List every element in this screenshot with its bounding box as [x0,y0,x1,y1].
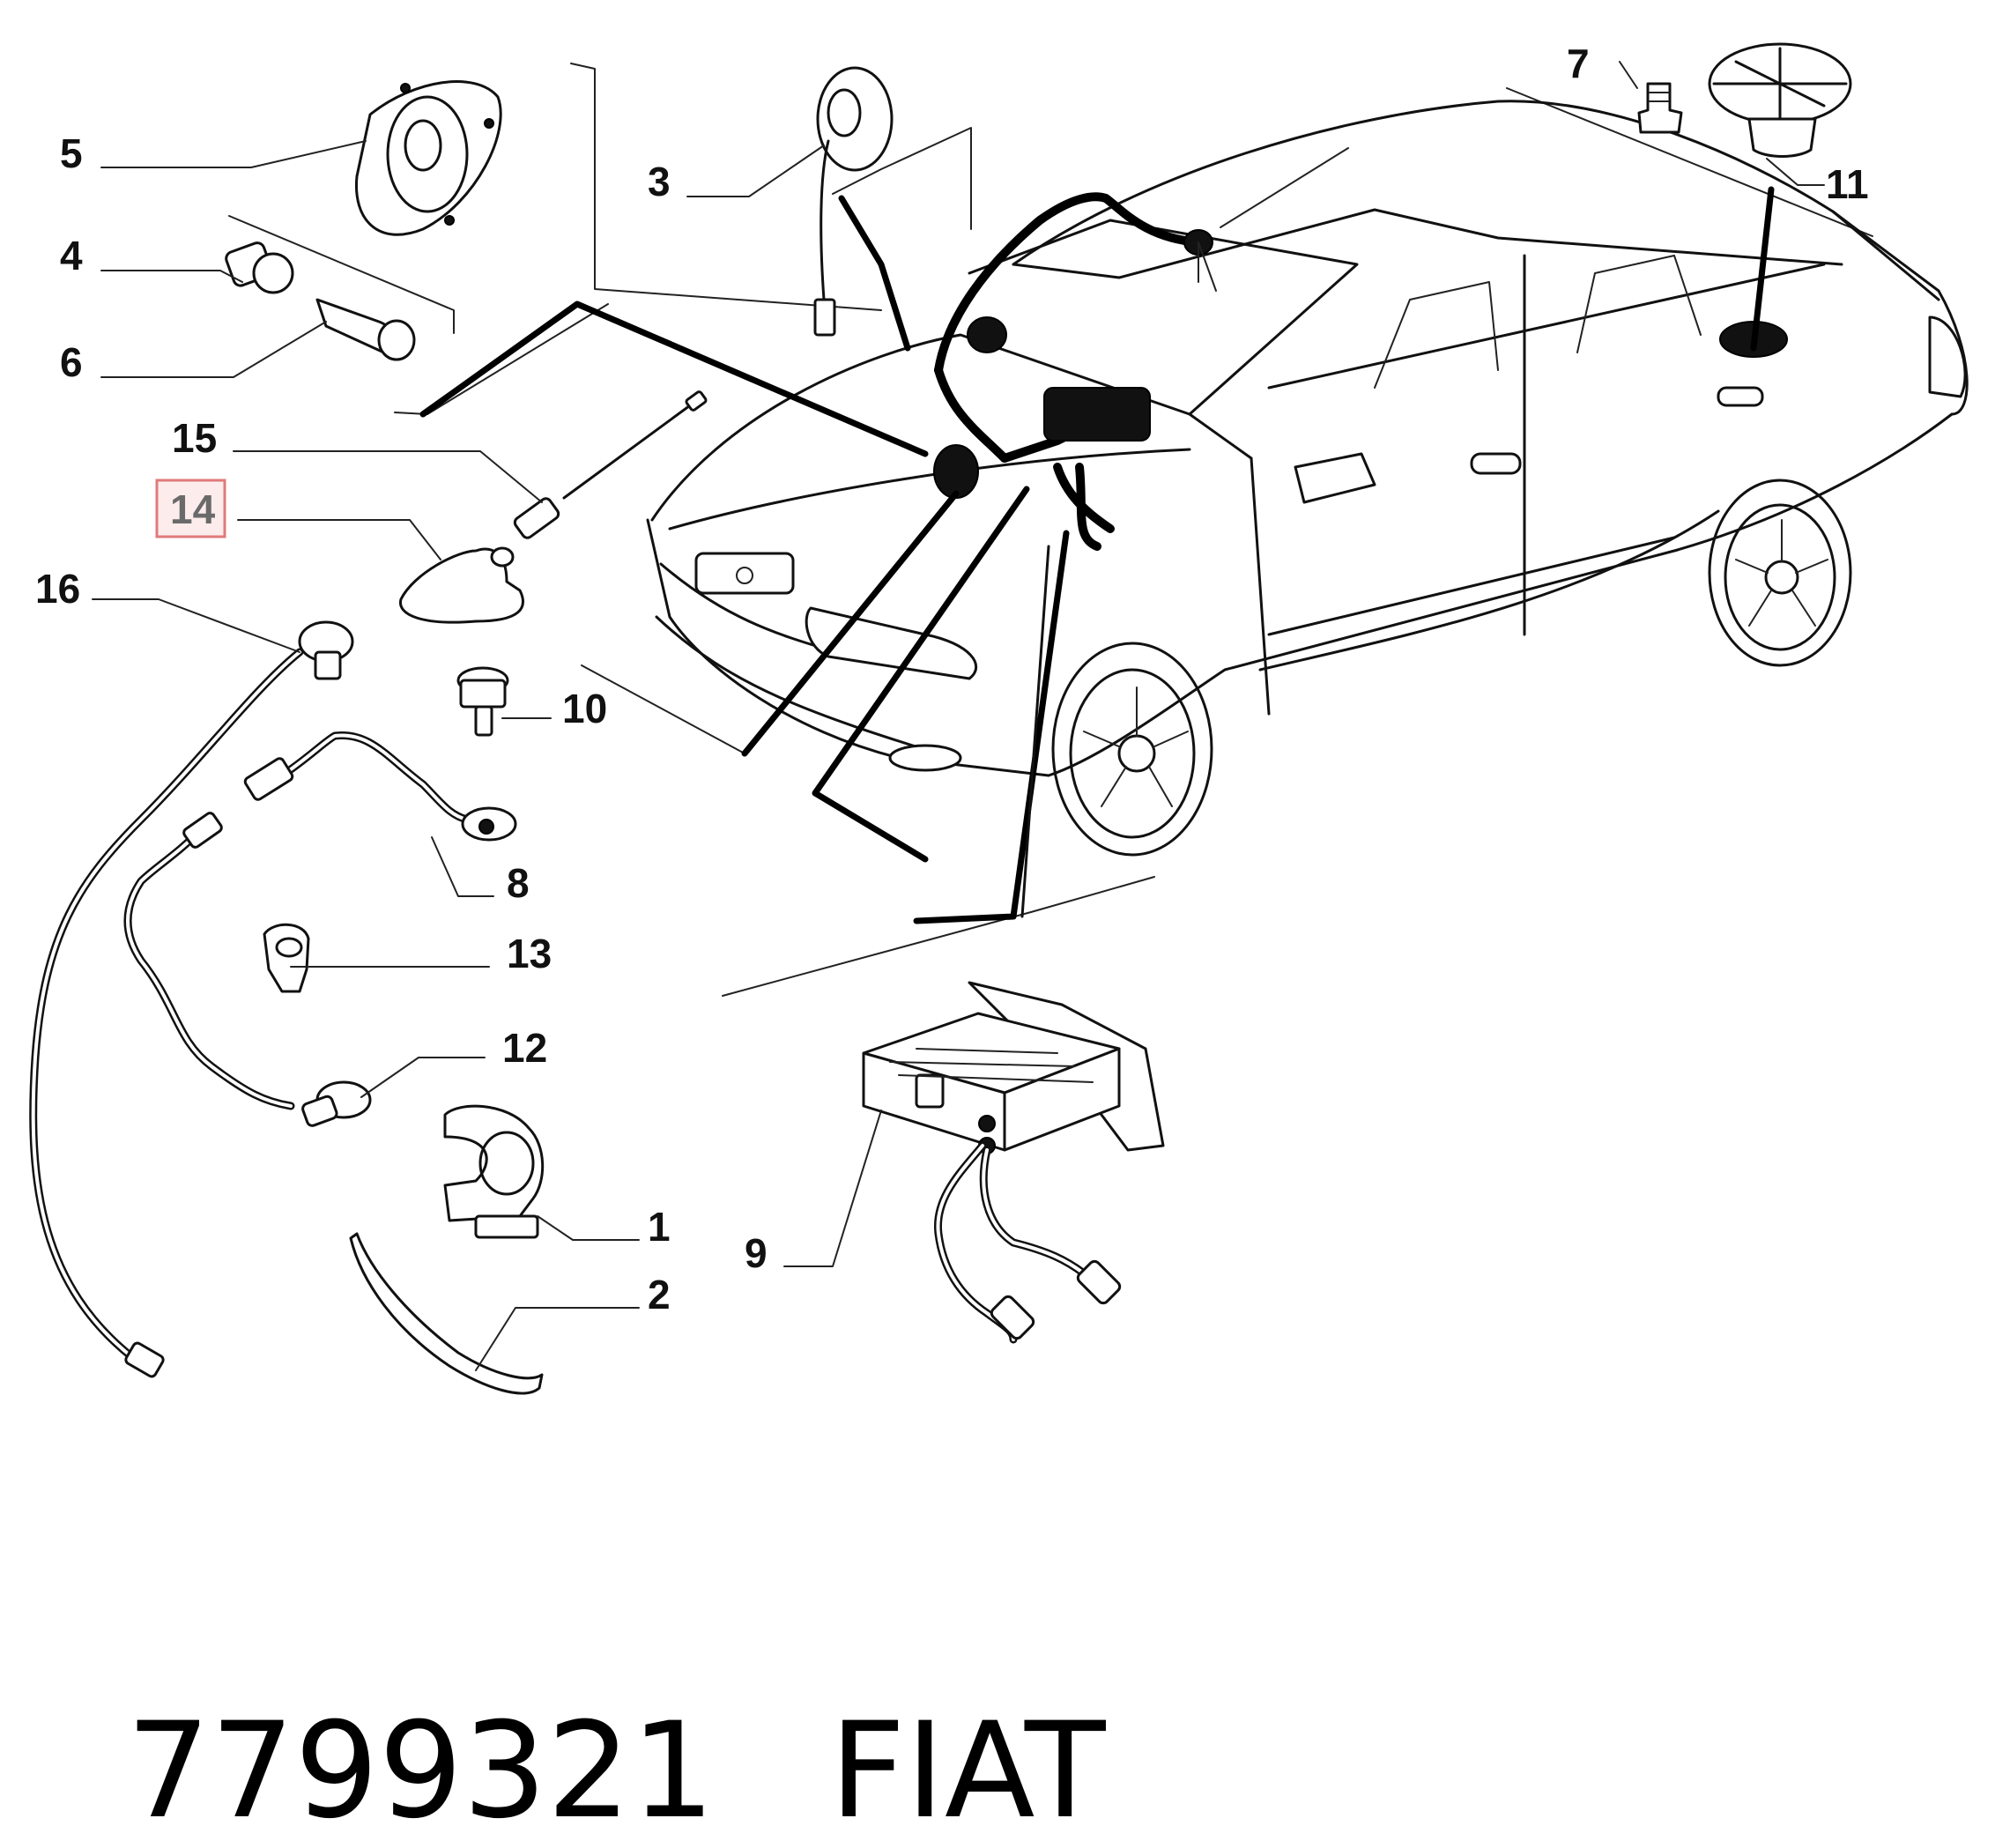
part-8-cable [243,735,515,840]
part-4-connector [224,241,293,293]
part-2-cable-tie [351,1234,542,1393]
callout-9[interactable]: 9 [745,1230,768,1276]
car-body [648,101,1967,855]
callout-14-highlight-box [157,480,225,537]
part-12-cable [128,812,370,1127]
callout-13[interactable]: 13 [507,931,552,976]
tail-light [1930,317,1965,397]
callout-1[interactable]: 1 [648,1204,671,1250]
part-15-antenna-mast [513,390,707,539]
callout-3[interactable]: 3 [648,159,671,204]
part-11-rear-speaker [1709,44,1850,157]
callout-14[interactable]: 14 [170,486,216,532]
callout-2[interactable]: 2 [648,1272,671,1317]
brand-name: FIAT [829,1695,1106,1848]
callout-labels: 5 4 6 3 7 11 15 14 16 10 8 13 12 1 2 9 [35,41,1869,1317]
callout-16[interactable]: 16 [35,566,80,612]
callout-8[interactable]: 8 [507,860,530,906]
car-wiring-harness [934,197,1787,546]
footer-caption: 7799321 FIAT [42,1547,1946,1846]
part-14-antenna-base [400,548,523,622]
part-3-tweeter [815,68,892,335]
heavy-leader-lines [423,189,1771,921]
part-7-screw [1639,84,1681,132]
front-speaker-connector [968,317,1006,353]
reference-lines [229,63,1873,996]
part-number: 7799321 [126,1695,716,1848]
part-10-bolt [458,668,508,735]
front-wheel [1053,643,1212,855]
callout-12[interactable]: 12 [502,1025,547,1071]
radio-vent-dots [890,1049,1093,1082]
callout-15[interactable]: 15 [172,415,217,461]
side-mirror [1295,454,1375,502]
part-9-radio-unit [864,983,1163,1340]
callout-4[interactable]: 4 [60,233,83,278]
callout-7[interactable]: 7 [1567,41,1590,86]
part-16-antenna-cable [33,622,352,1378]
left-speaker-connector [934,445,978,498]
grille [696,553,793,593]
callout-6[interactable]: 6 [60,339,83,385]
part-5-speaker [356,82,501,235]
rear-wheel [1709,480,1850,665]
part-6-plug [317,300,414,360]
callout-11[interactable]: 11 [1826,161,1869,207]
part-1-clamp [445,1106,543,1237]
callout-5[interactable]: 5 [60,130,83,176]
part-13-clip [264,924,308,991]
exploded-parts-diagram: 5 4 6 3 7 11 15 14 16 10 8 13 12 1 2 9 [0,41,1995,1771]
radio-mount-harness [1044,388,1150,441]
callout-leaders [93,62,1824,1370]
callout-10[interactable]: 10 [562,686,607,731]
